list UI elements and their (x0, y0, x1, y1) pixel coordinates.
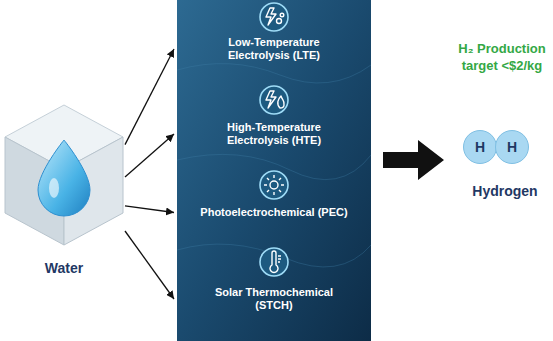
method-item: Low-Temperature Electrolysis (LTE) (177, 36, 371, 62)
water-cube (5, 105, 123, 245)
method-item: Solar Thermochemical (STCH) (177, 286, 371, 312)
flow-arrow (125, 206, 174, 213)
node-text: Water (5, 260, 123, 276)
node-text: H (507, 139, 517, 155)
flow-arrow (125, 231, 174, 299)
node-text: Solar Thermochemical (STCH) (199, 286, 349, 312)
flow-arrow (125, 49, 174, 145)
panel-ripples (177, 64, 371, 267)
node-text: Low-Temperature Electrolysis (LTE) (199, 36, 349, 62)
methods-panel (177, 0, 371, 341)
method-item: High-Temperature Electrolysis (HTE) (177, 121, 371, 147)
method-item: Photoelectrochemical (PEC) (177, 206, 371, 219)
product-label: Hydrogen (455, 183, 553, 199)
node-text: High-Temperature Electrolysis (HTE) (199, 121, 349, 147)
node-text: Photoelectrochemical (PEC) (199, 206, 349, 219)
output-arrow (383, 140, 444, 180)
flow-arrow (125, 134, 174, 177)
hydrogen-atom: H (463, 130, 497, 164)
hydrogen-atom: H (495, 130, 529, 164)
water-source: Water (5, 105, 123, 285)
target-note: H₂ Production target <$2/kg (452, 40, 552, 74)
node-text: H (475, 139, 485, 155)
